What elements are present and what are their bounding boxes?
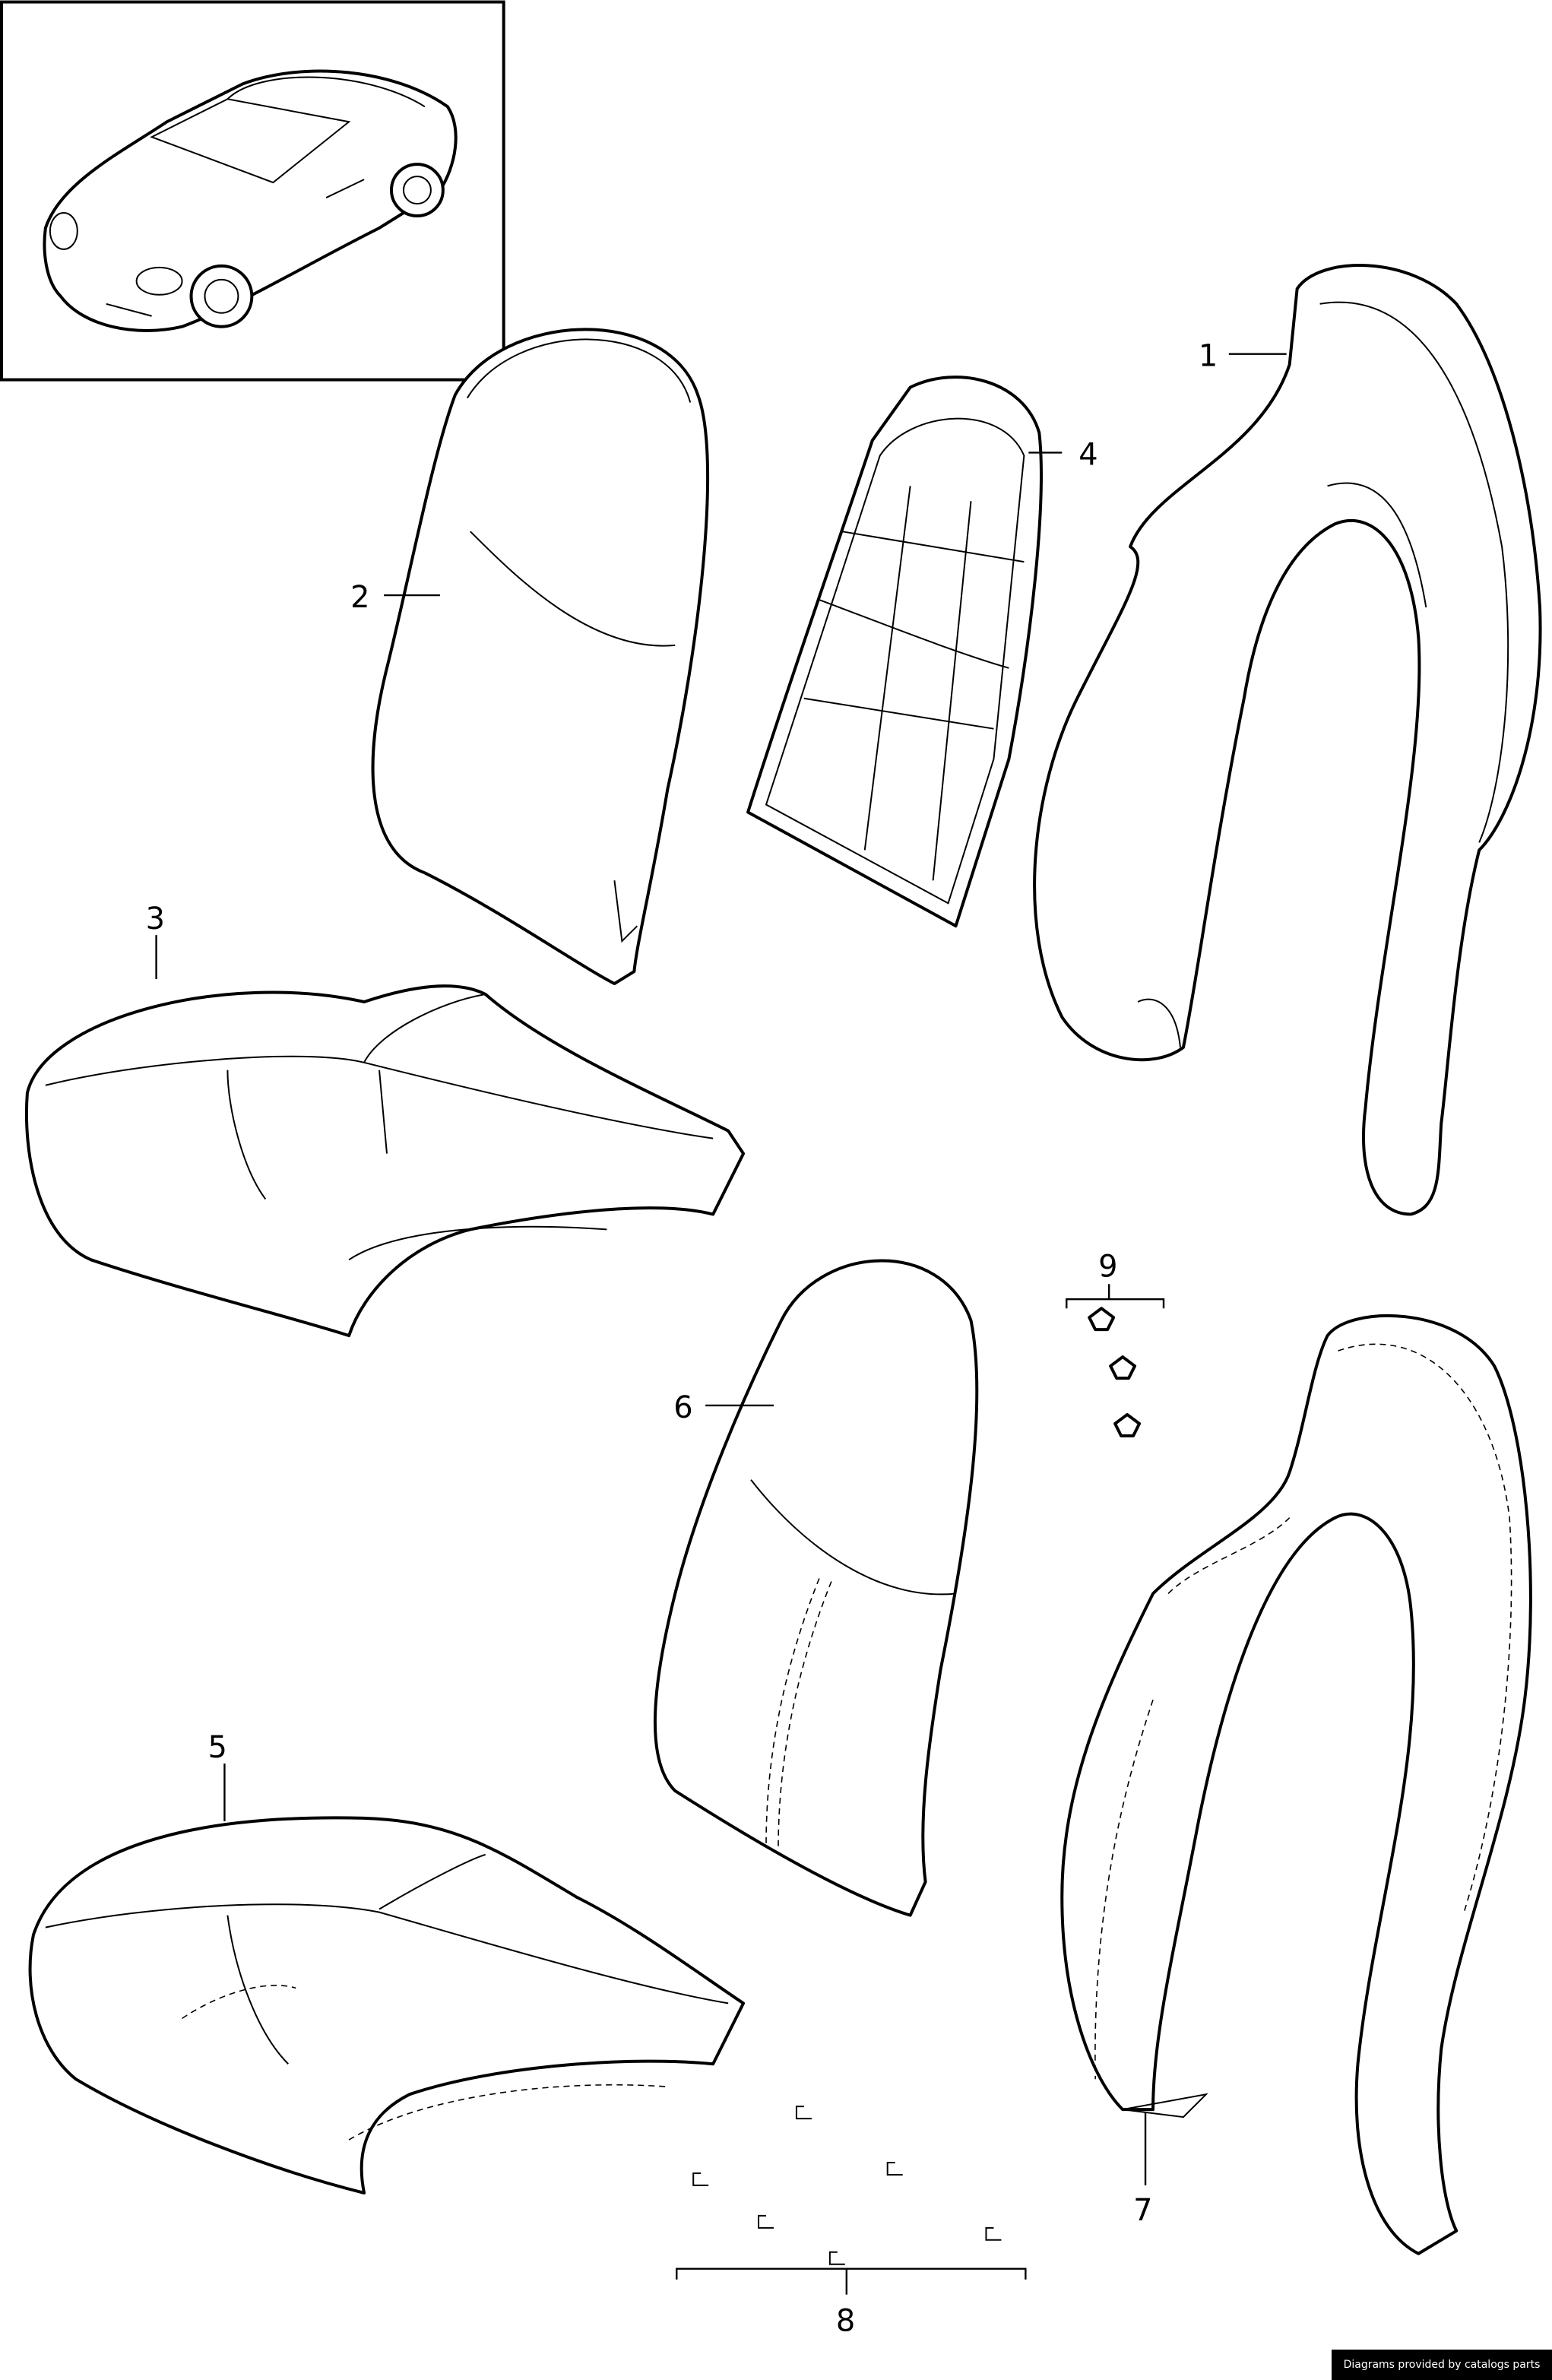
- callout-8: 8: [836, 2304, 855, 2339]
- callout-1: 1: [1199, 339, 1218, 374]
- leader-lines: [155, 353, 1287, 2295]
- callout-7: 7: [1133, 2193, 1152, 2228]
- part-2-backrest-cover: [371, 328, 710, 986]
- vehicle-inset: [0, 0, 505, 382]
- callout-6: 6: [673, 1390, 692, 1425]
- part-9-clips: [1088, 1307, 1142, 1437]
- callout-2: 2: [350, 580, 369, 615]
- part-7-backrest-side-cover: [1060, 1314, 1532, 2255]
- part-3-seat-cushion-cover: [24, 984, 746, 1338]
- part-1-backrest-trim: [1033, 264, 1542, 1216]
- part-4-backrest-frame: [746, 376, 1043, 928]
- callout-3: 3: [146, 902, 165, 936]
- credit-watermark: Diagrams provided by catalogs parts: [1332, 2350, 1552, 2380]
- callout-9: 9: [1098, 1249, 1117, 1284]
- part-5-seat-cushion-cover: [28, 1816, 746, 2195]
- callout-5: 5: [207, 1730, 226, 1765]
- part-6-backrest-cover: [653, 1259, 979, 1917]
- part-8-hooks: [692, 2106, 1002, 2265]
- callout-4: 4: [1078, 437, 1097, 472]
